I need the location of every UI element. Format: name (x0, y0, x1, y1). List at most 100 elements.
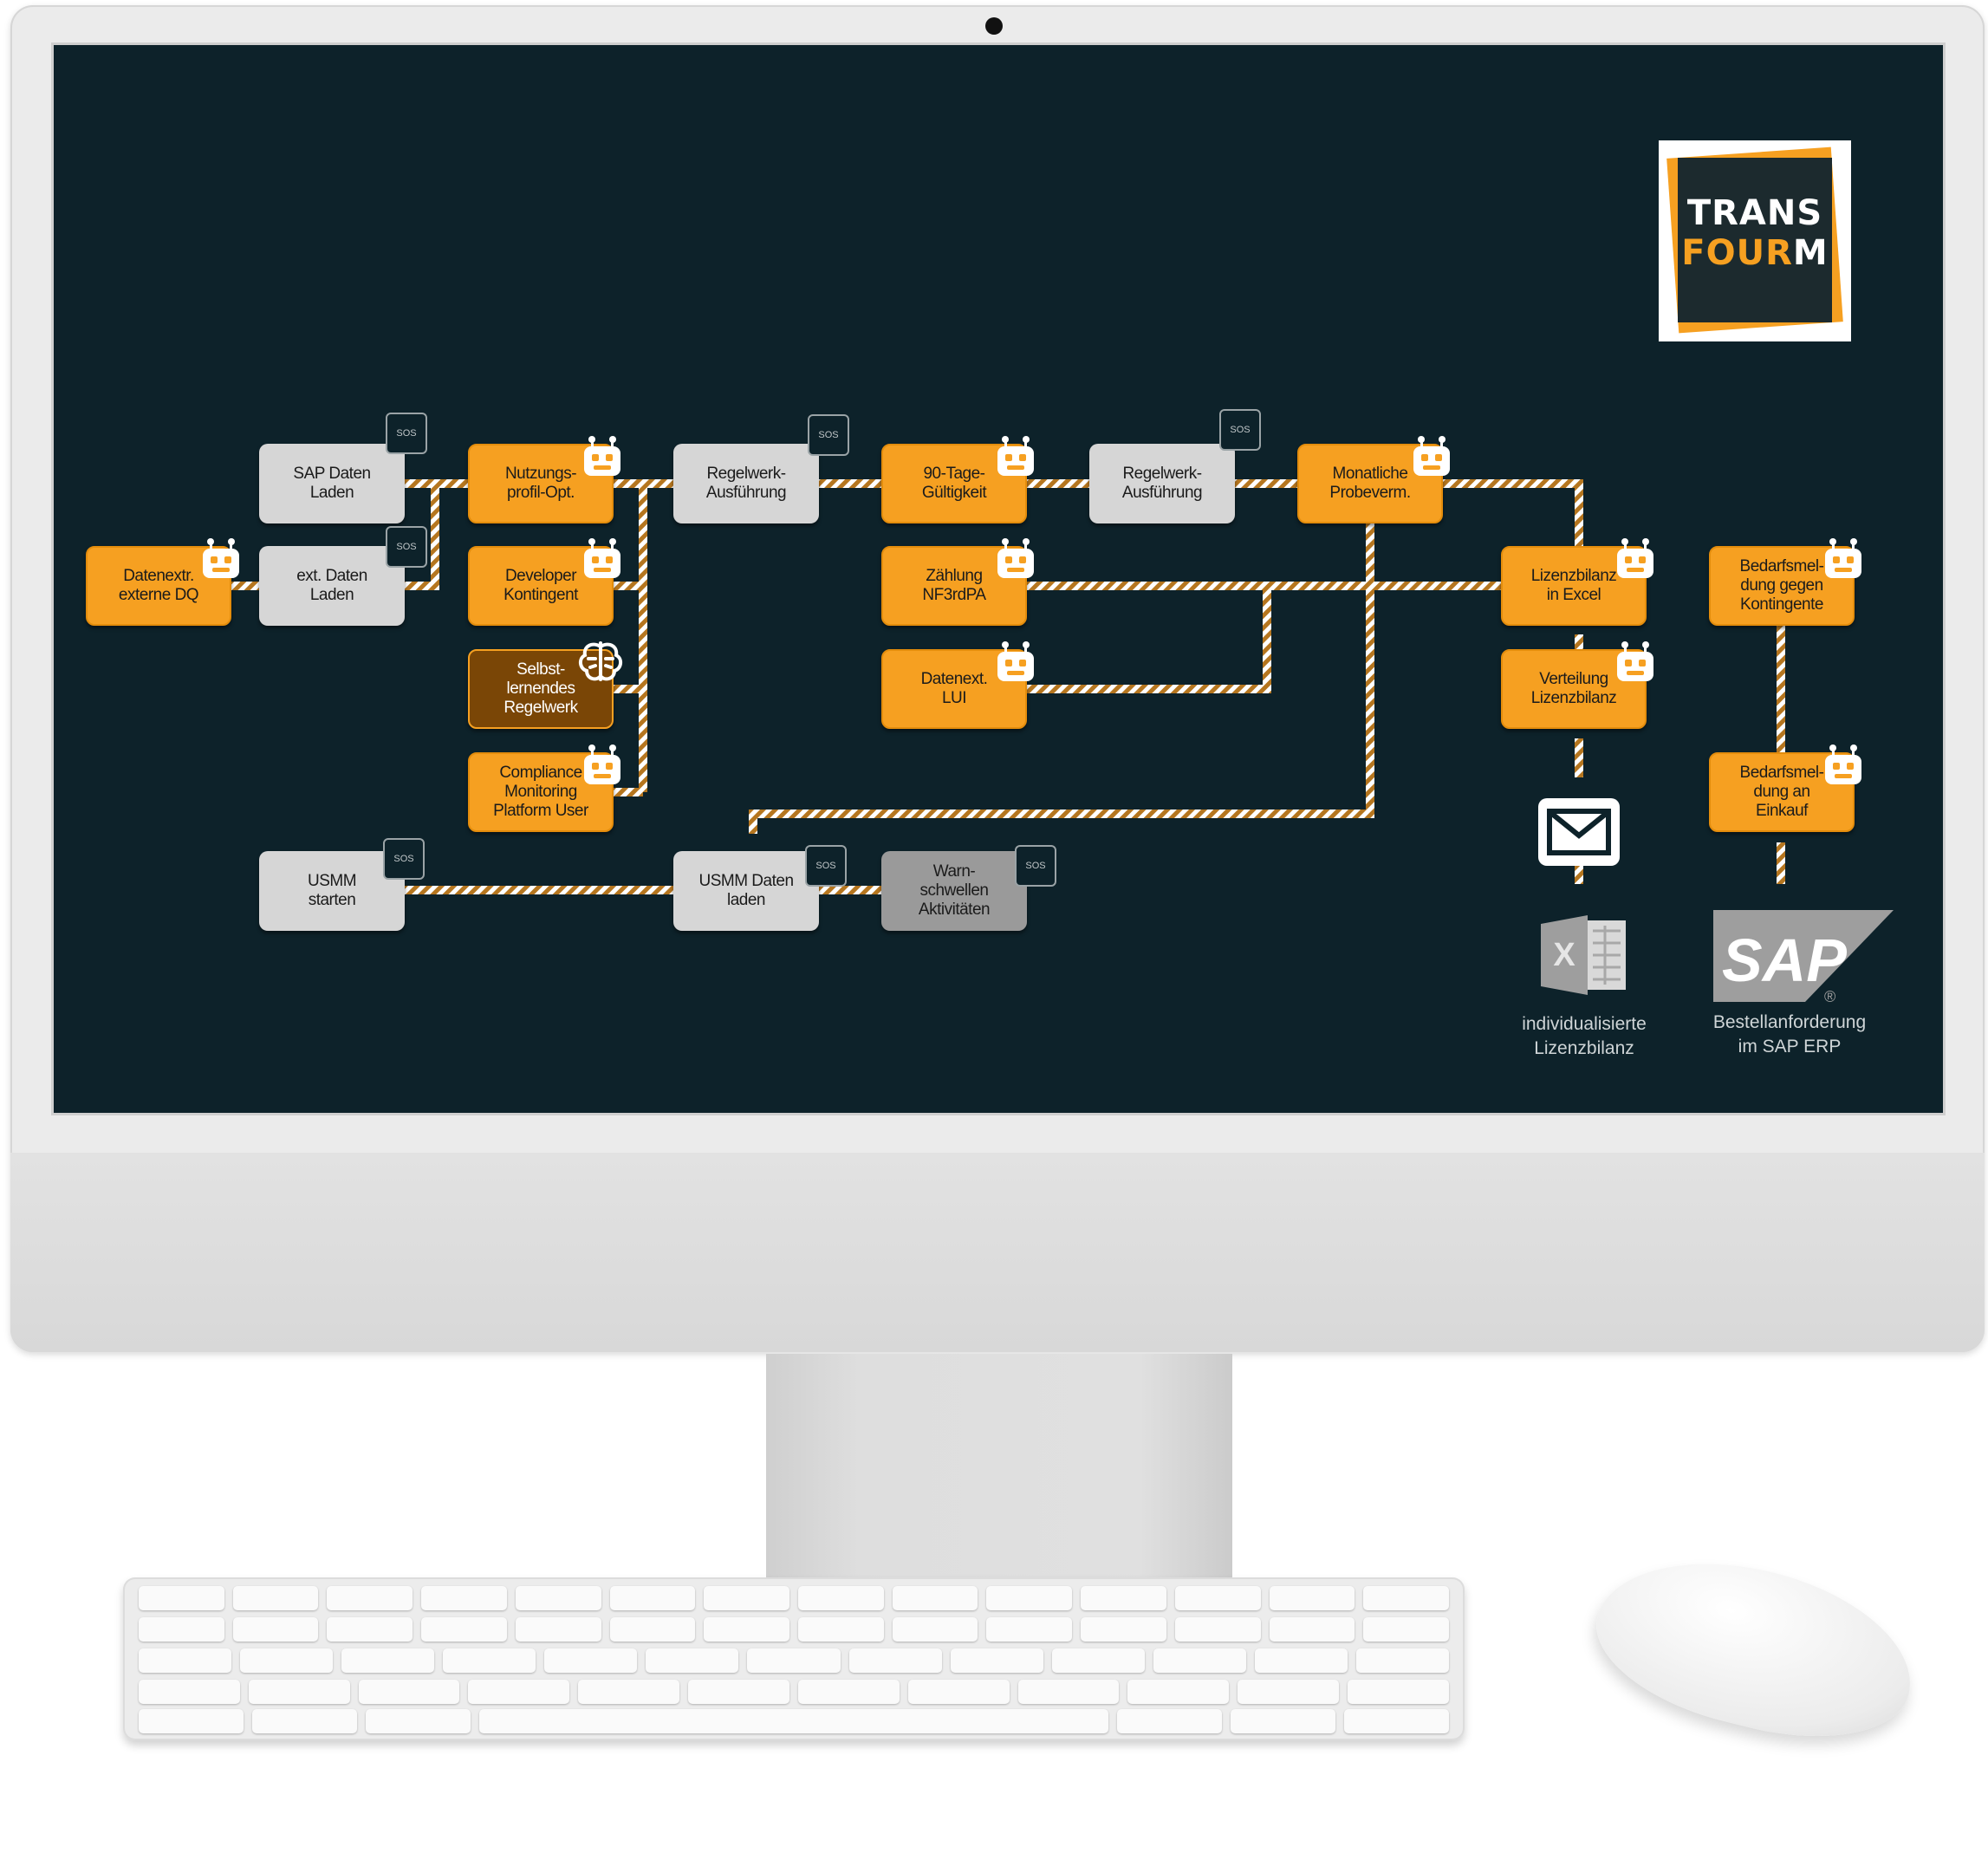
transfourm-logo: TRANS FOURM (1659, 140, 1851, 341)
node-selbstlernend[interactable]: Selbst- lernendes Regelwerk (468, 649, 614, 729)
sos-icon: SOS (386, 413, 427, 454)
camera-icon (985, 17, 1003, 35)
robot-icon (203, 538, 239, 578)
keyboard-key (1355, 1648, 1450, 1673)
keyboard-key (327, 1586, 413, 1610)
keyboard-key (1174, 1617, 1261, 1642)
robot-icon (584, 436, 620, 476)
keyboard-key (797, 1680, 900, 1704)
keyboard-key (1051, 1648, 1145, 1673)
keyboard-key (139, 1709, 244, 1733)
node-warnschwellen[interactable]: Warn- schwellen Aktivitäten (881, 851, 1027, 931)
keyboard-key (1254, 1648, 1348, 1673)
keyboard-key (688, 1680, 789, 1704)
keyboard-key (358, 1680, 460, 1704)
keyboard-key (1081, 1586, 1166, 1610)
robot-icon (1413, 436, 1450, 476)
keyboard-key (1081, 1617, 1166, 1642)
keyboard-key (1363, 1617, 1450, 1642)
keyboard-key (747, 1648, 841, 1673)
robot-icon (584, 744, 620, 784)
keyboard-key (421, 1617, 507, 1642)
sos-icon: SOS (1015, 845, 1056, 887)
excel-icon: X (1541, 915, 1626, 995)
robot-icon (997, 436, 1034, 476)
node-regelwerk-2[interactable]: Regelwerk- Ausführung (1089, 444, 1235, 523)
keyboard-key (421, 1586, 507, 1610)
keyboard-key (1269, 1586, 1355, 1610)
keyboard-key (892, 1617, 978, 1642)
keyboard-key (515, 1617, 601, 1642)
sap-registered: ® (1824, 988, 1835, 1005)
keyboard-key (892, 1586, 978, 1610)
keyboard-key (1269, 1617, 1355, 1642)
keyboard-key (468, 1680, 570, 1704)
keyboard-key (1231, 1709, 1335, 1733)
keyboard-key (139, 1648, 232, 1673)
caption-excel: individualisierte Lizenzbilanz (1522, 1014, 1647, 1058)
robot-icon (1617, 641, 1653, 681)
mail-icon (1538, 798, 1620, 866)
logo-dark-square (1678, 158, 1832, 322)
keyboard-spacebar (479, 1709, 1108, 1733)
mouse (1580, 1533, 1930, 1764)
robot-icon (1825, 538, 1861, 578)
keyboard-key (1238, 1680, 1340, 1704)
keyboard-key (609, 1586, 696, 1610)
logo-text-four: FOUR (1681, 233, 1793, 273)
keyboard-key (1348, 1680, 1449, 1704)
robot-icon (997, 641, 1034, 681)
sos-icon: SOS (1219, 409, 1261, 451)
node-datenext-lui[interactable]: Datenext. LUI (881, 649, 1027, 729)
node-usmm-laden[interactable]: USMM Daten laden (673, 851, 819, 931)
caption-sap: Bestellanforderung im SAP ERP (1712, 1012, 1867, 1057)
keyboard-key (327, 1617, 413, 1642)
keyboard-key (798, 1617, 884, 1642)
keyboard-key (240, 1648, 334, 1673)
keyboard-key (646, 1648, 739, 1673)
keyboard-key (798, 1586, 884, 1610)
sos-icon: SOS (805, 845, 847, 887)
robot-icon (997, 538, 1034, 578)
node-ext-laden[interactable]: ext. Daten Laden (259, 546, 405, 626)
sos-icon: SOS (383, 838, 425, 880)
node-compliance[interactable]: Compliance Monitoring Platform User (468, 752, 614, 832)
logo-text-m: M (1792, 233, 1829, 273)
keyboard-key (366, 1709, 471, 1733)
keyboard-key (139, 1680, 240, 1704)
keyboard (123, 1577, 1465, 1740)
keyboard-key (986, 1617, 1073, 1642)
keyboard-key (1127, 1680, 1230, 1704)
keyboard-key (443, 1648, 536, 1673)
keyboard-key (704, 1617, 790, 1642)
keyboard-key (950, 1648, 1043, 1673)
logo-text-line2: FOURM (1678, 234, 1832, 272)
process-diagram: Datenextr. externe DQ SAP Daten Laden ex… (54, 45, 1943, 1113)
keyboard-key (544, 1648, 638, 1673)
keyboard-key (1117, 1709, 1222, 1733)
connector-lines (231, 479, 1785, 894)
excel-letter: X (1553, 937, 1575, 973)
keyboard-key (986, 1586, 1073, 1610)
keyboard-key (578, 1680, 680, 1704)
keyboard-key (248, 1680, 350, 1704)
node-sap-laden[interactable]: SAP Daten Laden (259, 444, 405, 523)
keyboard-key (609, 1617, 696, 1642)
logo-text-line1: TRANS (1686, 193, 1823, 233)
keyboard-key (1153, 1648, 1246, 1673)
keyboard-key (232, 1617, 319, 1642)
keyboard-key (907, 1680, 1010, 1704)
keyboard-key (232, 1586, 319, 1610)
robot-icon (1825, 744, 1861, 784)
node-regelwerk-1[interactable]: Regelwerk- Ausführung (673, 444, 819, 523)
robot-icon (1617, 538, 1653, 578)
monitor-stand (766, 1354, 1232, 1579)
keyboard-key (341, 1648, 435, 1673)
robot-icon (584, 538, 620, 578)
node-usmm-starten[interactable]: USMM starten (259, 851, 405, 931)
node-bedarf-kontingente[interactable]: Bedarfsmel- dung gegen Kontingente (1709, 546, 1855, 626)
keyboard-key (704, 1586, 790, 1610)
sos-icon: SOS (386, 526, 427, 568)
brain-icon (579, 641, 622, 681)
sap-logo: SAP ® (1713, 910, 1894, 1005)
